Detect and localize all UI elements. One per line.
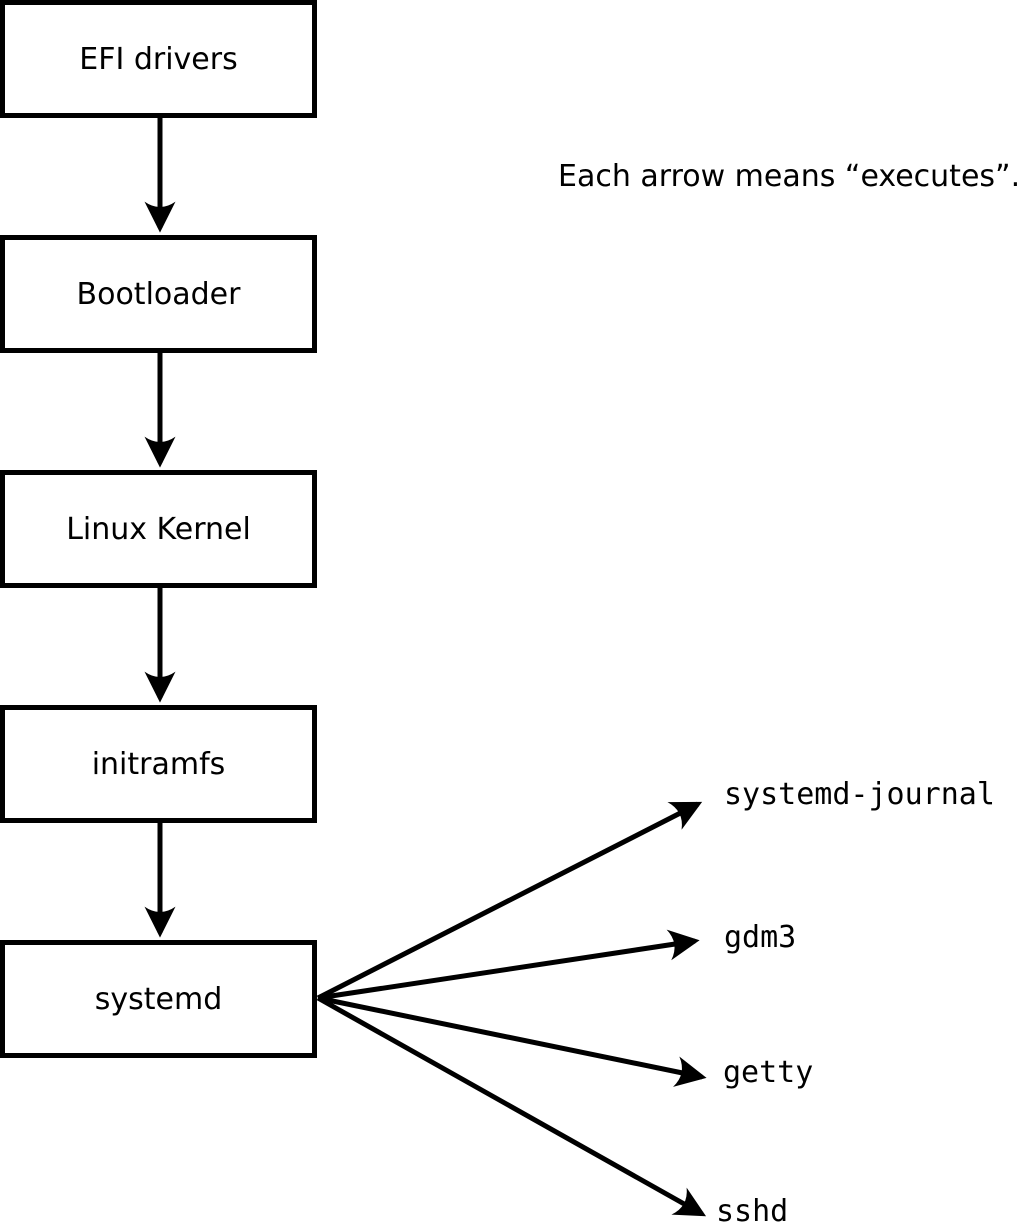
arrow-systemd-to-getty <box>317 995 707 1087</box>
box-linux-kernel: Linux Kernel <box>0 470 317 588</box>
arrow-systemd-to-gdm3 <box>317 929 700 1001</box>
label-systemd-journal: systemd-journal <box>724 777 995 812</box>
box-efi-drivers: EFI drivers <box>0 0 317 118</box>
label-getty: getty <box>723 1055 814 1090</box>
box-label: EFI drivers <box>79 41 238 77</box>
label-gdm3: gdm3 <box>724 920 797 955</box>
box-label: Bootloader <box>76 276 241 312</box>
box-initramfs: initramfs <box>0 705 317 823</box>
box-label: systemd <box>94 981 223 1017</box>
arrow-systemd-to-journal <box>316 801 703 1001</box>
label-sshd: sshd <box>716 1194 789 1229</box>
box-label: Linux Kernel <box>66 511 251 547</box>
box-systemd: systemd <box>0 940 317 1058</box>
box-bootloader: Bootloader <box>0 235 317 353</box>
arrow-systemd-to-sshd <box>316 995 707 1217</box>
arrow-legend-note: Each arrow means “executes”. <box>558 159 1021 194</box>
box-label: initramfs <box>91 746 226 782</box>
